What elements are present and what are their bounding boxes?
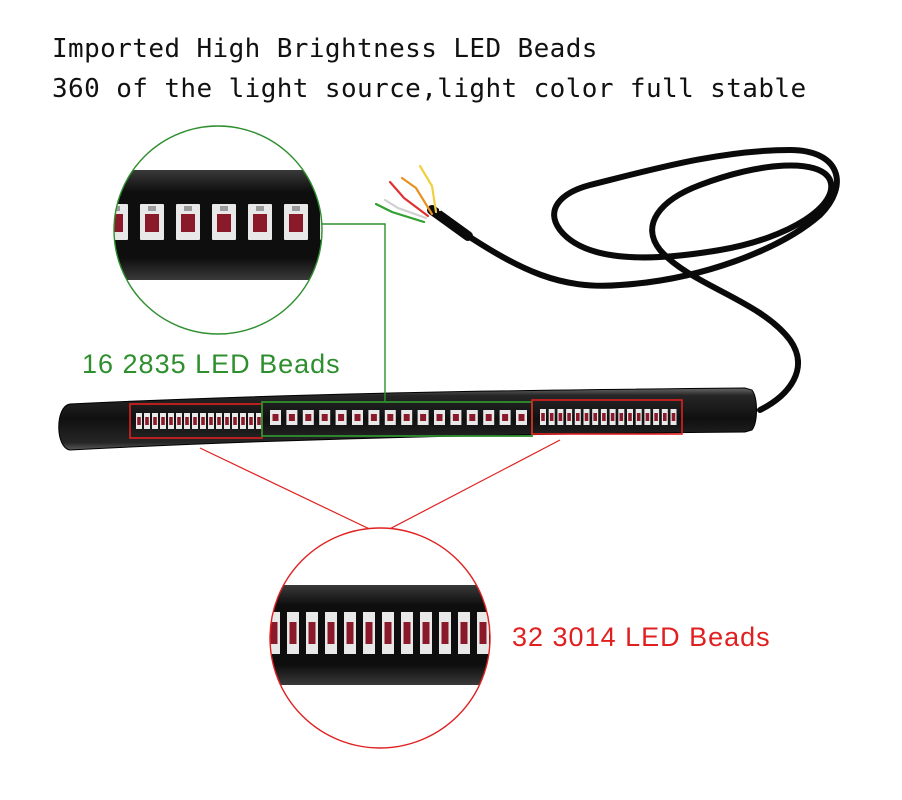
led-2835-bead <box>302 410 314 425</box>
zoom-2835-bead <box>212 204 236 240</box>
led-3014-bead <box>609 409 616 425</box>
strip-led-row <box>136 409 677 429</box>
red-leader-line-right <box>379 439 561 535</box>
led-2835-bead <box>384 410 396 425</box>
green-leader-line <box>322 223 386 402</box>
led-2835-bead <box>417 410 429 425</box>
zoom-3014-bead <box>344 612 356 654</box>
headline-line-1: Imported High Brightness LED Beads <box>52 34 598 64</box>
red-box-right <box>531 399 683 435</box>
led-3014-bead <box>192 413 198 429</box>
zoom-circle-2835 <box>113 125 380 335</box>
zoom-3014-bead <box>401 612 413 654</box>
zoom-3014-bead <box>270 612 280 654</box>
led-3014-bead <box>184 413 190 429</box>
led-2835-bead <box>270 410 281 425</box>
led-3014-bead <box>160 413 166 429</box>
led-3014-bead <box>557 409 564 425</box>
headline-line-2: 360 of the light source,light color full… <box>52 74 807 104</box>
zoom-2835-bead <box>248 204 272 240</box>
led-3014-bead <box>168 413 174 429</box>
zoom-3014-bead <box>363 612 375 654</box>
led-3014-bead <box>232 413 238 429</box>
zoom-3014-ring <box>269 527 491 749</box>
wire-orange <box>400 176 434 216</box>
zoom-3014-bead <box>306 612 318 654</box>
led-3014-bead <box>540 409 546 425</box>
zoom-3014-bead <box>382 612 394 654</box>
zoom-3014-bead <box>287 612 299 654</box>
zoom-circle-3014 <box>269 527 491 749</box>
led-3014-bead <box>592 409 599 425</box>
led-3014-bead <box>200 413 206 429</box>
led-2835-bead <box>434 410 445 425</box>
led-3014-bead <box>644 409 651 425</box>
led-3014-bead <box>224 413 230 429</box>
led-3014-bead <box>583 409 590 425</box>
callout-lines <box>199 223 561 537</box>
wire-white <box>438 156 452 212</box>
led-3014-bead <box>670 409 677 425</box>
wire-green <box>374 202 426 224</box>
zoom-2835-bead <box>320 204 322 240</box>
led-2835-bead <box>401 410 413 425</box>
power-cable <box>427 146 840 413</box>
led-3014-bead <box>566 409 573 425</box>
led-2835-bead <box>335 410 347 425</box>
led-3014-bead <box>618 409 625 425</box>
led-2835-bead <box>499 410 511 425</box>
zoom-2835-bead <box>356 204 380 240</box>
zoom-2835-led-row <box>114 204 380 240</box>
wire-red <box>388 180 430 218</box>
led-3014-bead <box>240 413 246 429</box>
led-3014-bead <box>256 413 262 429</box>
zoom-2835-bead <box>176 204 200 240</box>
led-strip <box>58 387 757 451</box>
zoom-2835-ring <box>113 125 323 335</box>
zoom-3014-bead <box>477 612 489 654</box>
led-2835-bead <box>450 410 462 425</box>
cable-coil <box>459 146 840 413</box>
led-3014-bead <box>574 409 581 425</box>
led-3014-bead <box>653 409 660 425</box>
led-3014-bead <box>627 409 633 425</box>
callout-3014-label: 32 3014 LED Beads <box>512 622 771 652</box>
led-3014-bead <box>661 409 668 425</box>
zoom-3014-bead <box>325 612 337 654</box>
red-leader-line-left <box>199 447 381 535</box>
zoom-3014-bead <box>420 612 432 654</box>
wire-gray <box>383 198 428 220</box>
callout-2835-label: 16 2835 LED Beads <box>82 349 341 379</box>
led-3014-bead <box>144 413 150 429</box>
cable-sheath <box>427 205 473 241</box>
wire-leads <box>374 156 452 224</box>
zoom-2835-bead <box>114 204 128 240</box>
led-3014-bead <box>600 409 607 425</box>
led-2835-bead <box>352 410 363 425</box>
zoom-2835-bead <box>140 204 164 240</box>
led-3014-bead <box>548 409 555 425</box>
zoom-3014-bead <box>439 612 451 654</box>
led-2835-bead <box>466 410 478 425</box>
wire-yellow <box>418 164 438 214</box>
led-3014-bead <box>248 413 254 429</box>
led-3014-bead <box>635 409 642 425</box>
zoom-3014-bead <box>458 612 470 654</box>
led-3014-bead <box>176 413 182 429</box>
led-2835-bead <box>286 410 298 425</box>
led-2835-bead <box>516 410 527 425</box>
led-3014-bead <box>136 413 142 429</box>
led-3014-bead <box>152 413 158 429</box>
led-2835-bead <box>483 410 495 425</box>
zoom-2835-bead <box>284 204 308 240</box>
led-2835-bead <box>368 410 380 425</box>
zoom-3014-led-row <box>270 612 489 654</box>
led-3014-bead <box>208 413 214 429</box>
led-3014-bead <box>216 413 222 429</box>
led-2835-bead <box>319 410 331 425</box>
